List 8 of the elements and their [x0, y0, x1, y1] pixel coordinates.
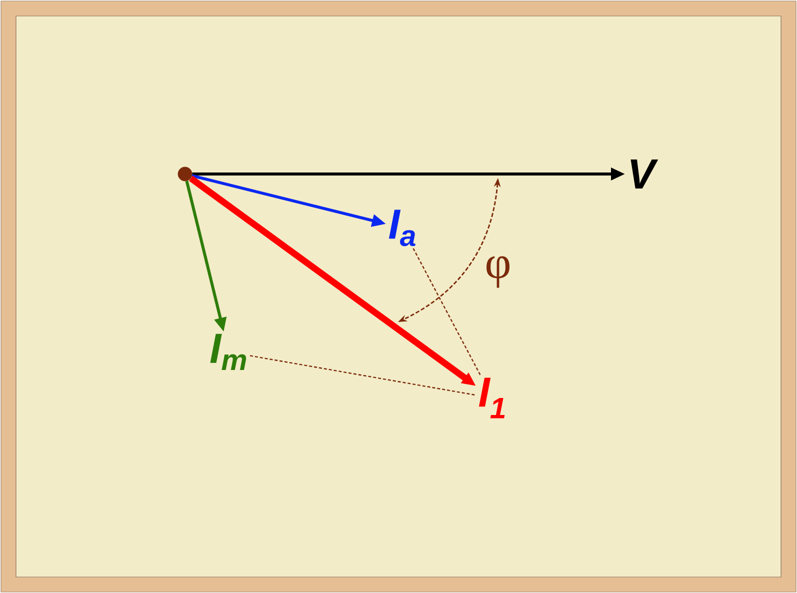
- phasor-label: V: [630, 160, 658, 188]
- phasor-label: I$_{a}$: [388, 210, 416, 246]
- angle-label: φ: [486, 256, 510, 288]
- phasor-label: I$_{1}$: [478, 378, 505, 418]
- dashed-line: [412, 248, 482, 376]
- origin-dot: [178, 166, 192, 182]
- phasor-label: I$_{m}$: [210, 334, 246, 370]
- dashed-line: [250, 355, 476, 396]
